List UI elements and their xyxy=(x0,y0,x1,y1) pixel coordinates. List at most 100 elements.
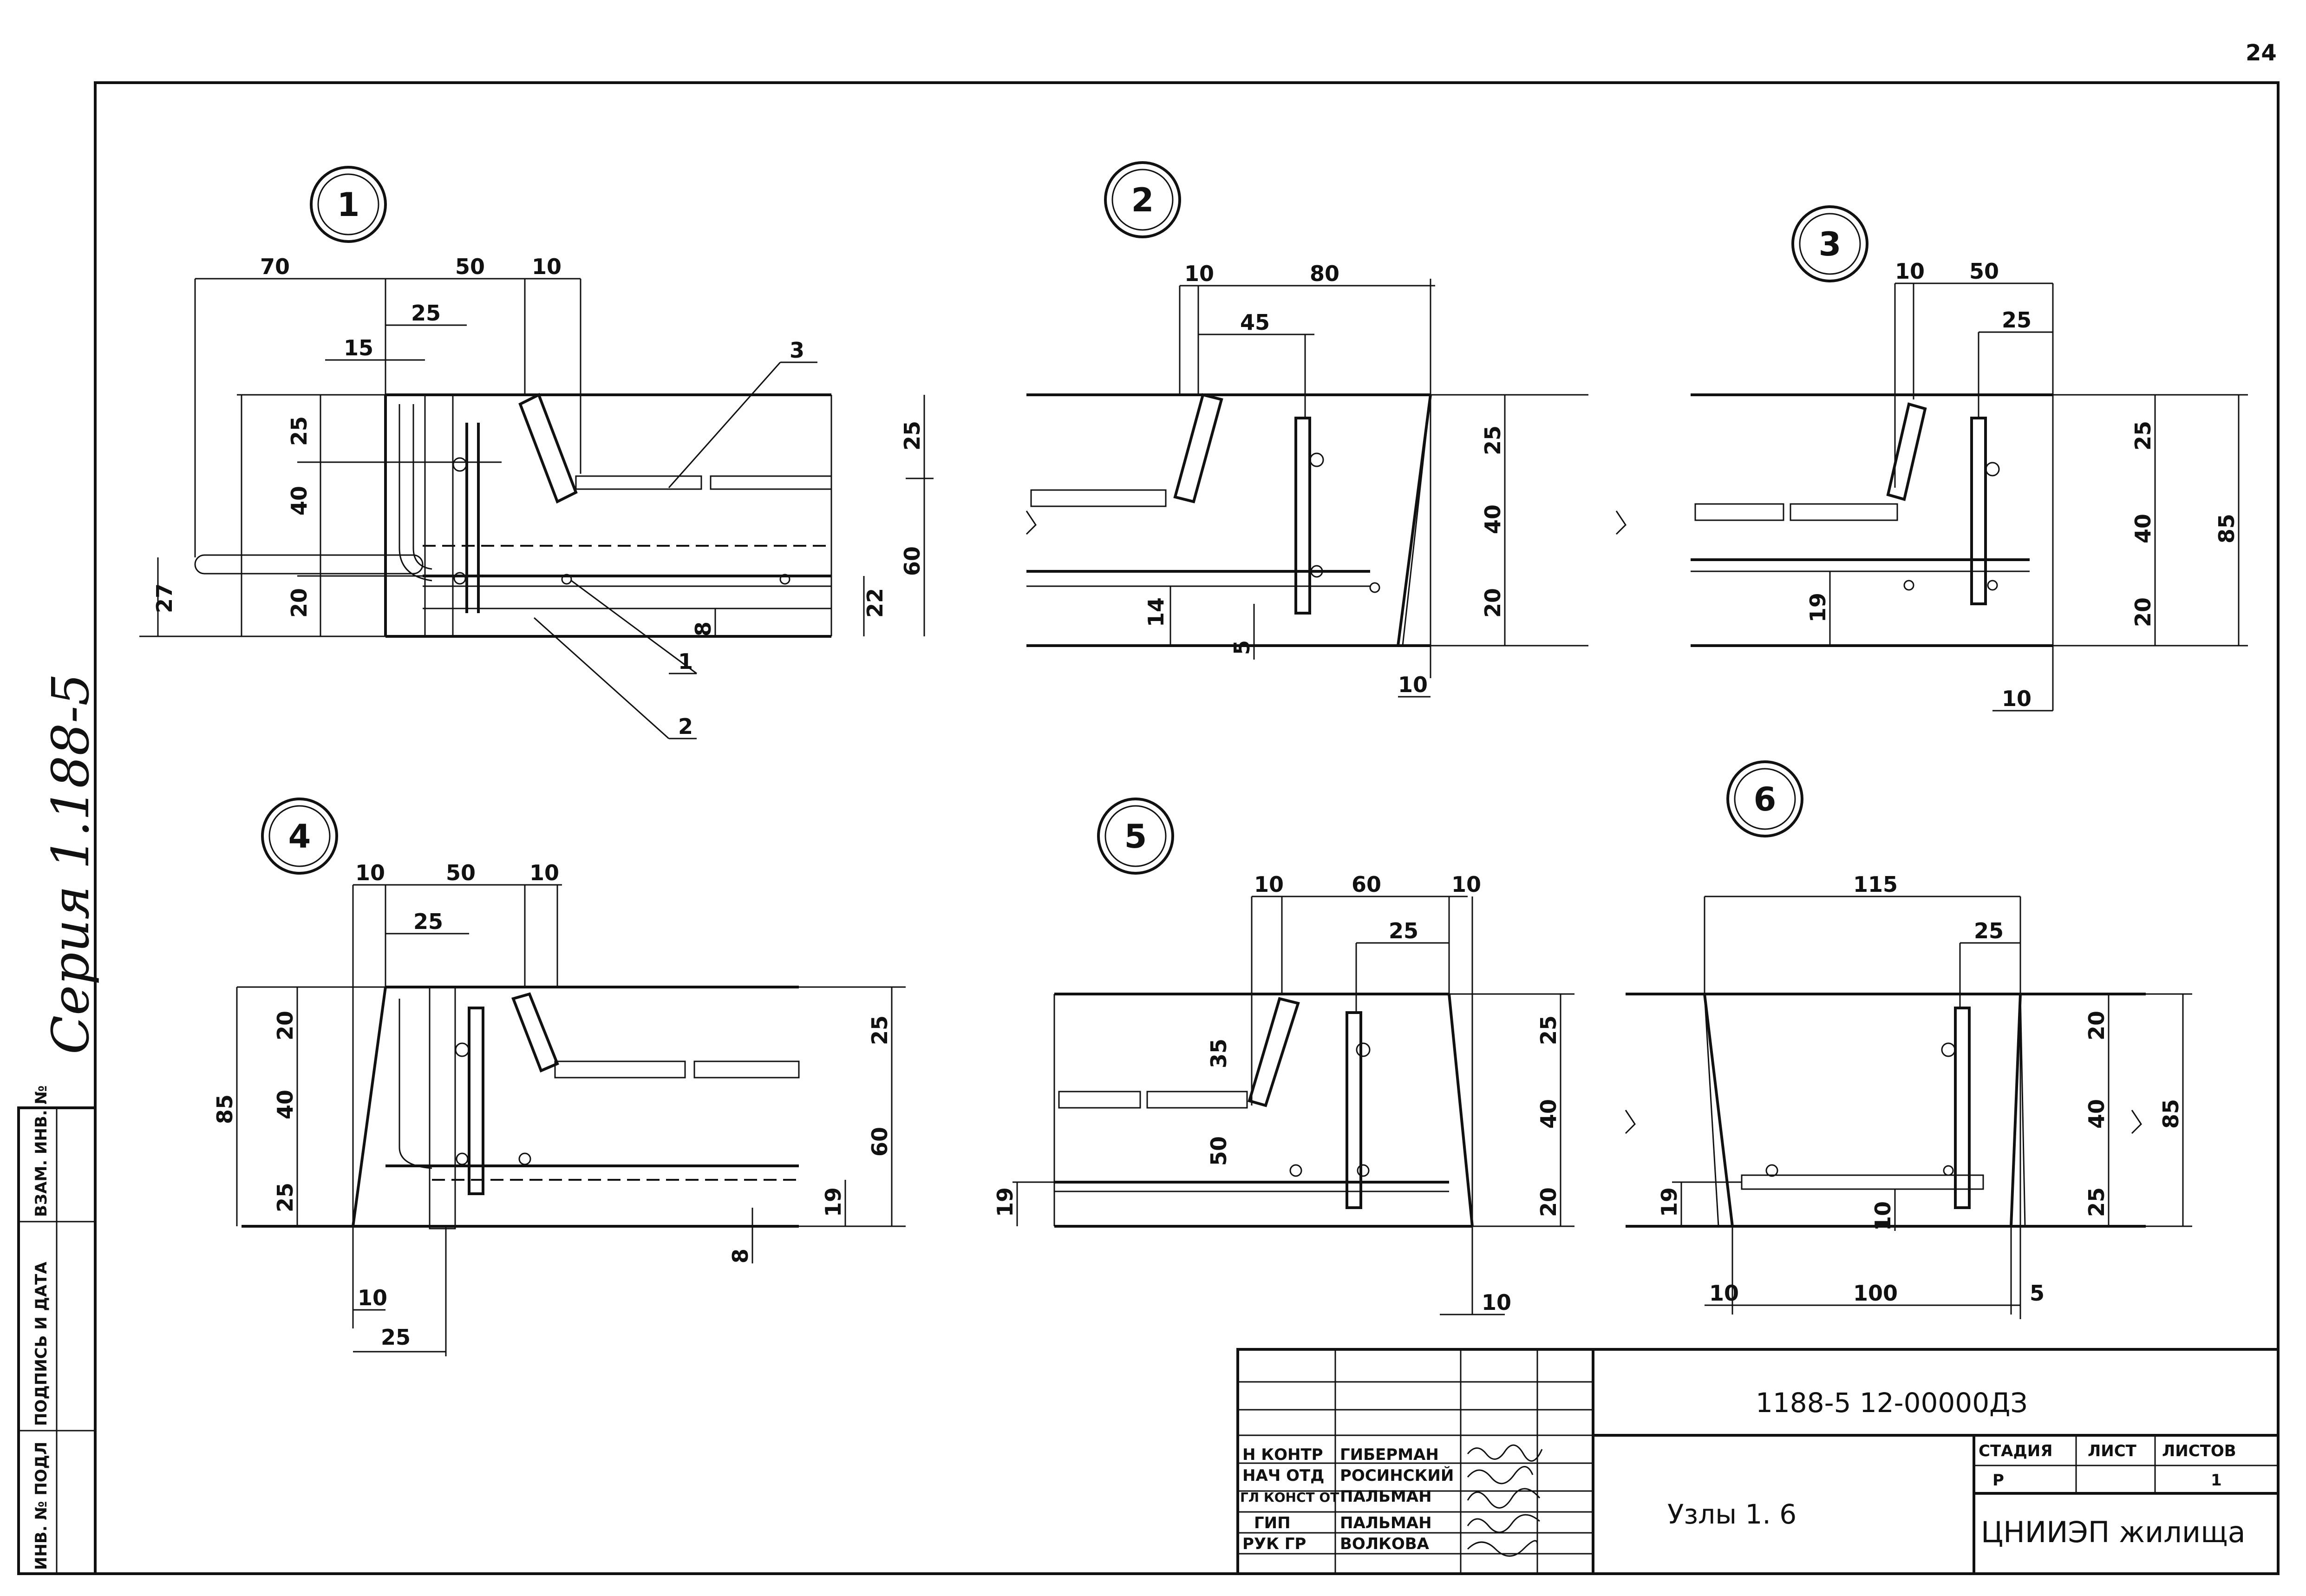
drawing-frame xyxy=(94,81,2280,1575)
node-1-dim: 20 xyxy=(287,588,312,618)
tb-sheets-label: ЛИСТОВ xyxy=(2162,1442,2236,1460)
tb-org: ЦНИИЭП жилища xyxy=(1981,1515,2246,1549)
tb-role-0: Н КОНТР xyxy=(1242,1446,1323,1464)
node-3-dim: 25 xyxy=(2130,421,2156,451)
node-5-marker xyxy=(1097,798,1174,875)
node-5-dim: 40 xyxy=(1536,1099,1561,1129)
node-5-dim: 25 xyxy=(1389,918,1418,943)
node-5-dim: 50 xyxy=(1206,1136,1231,1166)
node-1-dim: 22 xyxy=(862,588,888,618)
node-1-dim: 8 xyxy=(691,621,716,636)
node-3-dim: 25 xyxy=(2002,307,2032,333)
node-2-dim: 45 xyxy=(1240,310,1270,335)
node-5-number: 5 xyxy=(1124,818,1147,856)
node-1-dim: 25 xyxy=(411,301,441,326)
tb-sheets-value: 1 xyxy=(2211,1471,2222,1490)
node-1-dim: 60 xyxy=(900,546,925,576)
node-4-dim: 25 xyxy=(867,1015,892,1045)
node-2-dim: 40 xyxy=(1480,504,1505,534)
node-2-dim: 14 xyxy=(1143,597,1169,627)
node-6-marker xyxy=(1726,760,1803,837)
node-3-detail: 3 10 50 25 25 40 85 20 19 10 xyxy=(1691,205,2248,712)
title-block: Н КОНТР НАЧ ОТД ГЛ КОНСТ ОТ ГИП РУК ГР Г… xyxy=(1236,1348,2280,1575)
tb-name-0: ГИБЕРМАН xyxy=(1340,1446,1439,1464)
node-4-dim: 19 xyxy=(821,1187,846,1217)
series-note: Серия 1.188-5 xyxy=(41,674,100,1054)
node-2-dim: 10 xyxy=(1398,672,1428,697)
node-3-number: 3 xyxy=(1819,225,1842,263)
node-4-dim: 60 xyxy=(867,1127,892,1157)
node-1-dim: 25 xyxy=(900,421,925,451)
node-1-dim: 27 xyxy=(152,583,177,613)
node-4-number: 4 xyxy=(288,818,311,856)
node-4-dim: 10 xyxy=(358,1285,387,1310)
node-4-dim: 25 xyxy=(413,909,443,934)
node-6-dim: 10 xyxy=(1709,1281,1739,1306)
tb-title: Узлы 1. 6 xyxy=(1667,1498,1796,1530)
node-3-dim: 20 xyxy=(2130,597,2156,627)
node-6-dim: 115 xyxy=(1853,872,1898,897)
tb-stage-value: Р xyxy=(1992,1471,2004,1490)
node-4-dim: 10 xyxy=(355,860,385,885)
node-5-detail: 5 10 60 10 25 35 50 19 25 40 2 xyxy=(993,798,1574,1315)
node-5-dim: 20 xyxy=(1536,1187,1561,1217)
signatures xyxy=(1467,1444,1543,1557)
node-1-number: 1 xyxy=(337,186,360,224)
node-2-number: 2 xyxy=(1131,181,1154,219)
node-5-dim: 10 xyxy=(1254,872,1284,897)
node-1-dim: 10 xyxy=(532,254,562,279)
stamp-signature-date: ПОДПИСЬ И ДАТА xyxy=(32,1262,51,1426)
node-1-detail: 1 xyxy=(139,166,934,739)
node-2-dim: 80 xyxy=(1310,261,1339,286)
node-4-dim: 25 xyxy=(273,1183,298,1212)
tb-role-4: РУК ГР xyxy=(1242,1535,1306,1553)
node-4-dim: 20 xyxy=(273,1011,298,1040)
page-number: 24 xyxy=(2246,40,2277,66)
stamp-inv-no: ИНВ. № ПОДЛ xyxy=(32,1442,51,1570)
node-4-marker xyxy=(261,798,338,875)
tb-name-3: ПАЛЬМАН xyxy=(1340,1514,1432,1532)
node-5-dim: 10 xyxy=(1451,872,1481,897)
node-6-dim: 20 xyxy=(2084,1011,2109,1040)
node-1-callout: 2 xyxy=(678,714,693,739)
node-6-dim: 85 xyxy=(2158,1099,2183,1129)
node-5-dim: 35 xyxy=(1206,1039,1231,1068)
tb-name-4: ВОЛКОВА xyxy=(1340,1535,1430,1553)
node-2-dim: 25 xyxy=(1480,425,1505,455)
node-2-dim: 5 xyxy=(1229,640,1254,655)
node-6-dim: 25 xyxy=(1974,918,2004,943)
tb-role-2: ГЛ КОНСТ ОТ xyxy=(1240,1490,1339,1505)
node-3-dim: 10 xyxy=(1895,259,1925,284)
node-6-dim: 40 xyxy=(2084,1099,2109,1129)
node-3-dim: 40 xyxy=(2130,514,2156,543)
stamp-replace-inv: ВЗАМ. ИНВ. № xyxy=(32,1086,51,1217)
tb-name-1: РОСИНСКИЙ xyxy=(1340,1466,1454,1485)
node-3-dim: 85 xyxy=(2214,514,2239,543)
node-1-dim: 25 xyxy=(287,416,312,446)
node-1-callout: 1 xyxy=(678,649,693,674)
node-4-dim: 40 xyxy=(273,1090,298,1119)
node-6-detail: 6 115 25 20 40 85 25 19 10 xyxy=(1625,760,2192,1319)
node-3-dim: 50 xyxy=(1969,259,1999,284)
node-1-dim: 40 xyxy=(287,486,312,516)
node-3-dim: 19 xyxy=(1805,593,1830,622)
node-2-dim: 20 xyxy=(1480,588,1505,618)
tb-doc-code: 1188-5 12-00000ДЗ xyxy=(1756,1387,2028,1419)
node-1-dim: 70 xyxy=(260,254,290,279)
node-4-dim: 25 xyxy=(381,1325,411,1350)
node-4-dim: 8 xyxy=(728,1249,753,1263)
side-stamp: ИНВ. № ПОДЛ ПОДПИСЬ И ДАТА ВЗАМ. ИНВ. № xyxy=(17,1086,97,1575)
tb-stage-label: СТАДИЯ xyxy=(1979,1442,2052,1460)
node-1-callout: 3 xyxy=(790,338,804,363)
tb-name-2: ПАЛЬМАН xyxy=(1340,1487,1432,1506)
node-6-dim: 5 xyxy=(2030,1281,2045,1306)
node-5-dim: 19 xyxy=(993,1187,1018,1217)
node-4-dim: 10 xyxy=(529,860,559,885)
tb-role-3: ГИП xyxy=(1254,1514,1291,1532)
node-4-dim: 50 xyxy=(446,860,476,885)
node-6-dim: 100 xyxy=(1853,1281,1898,1306)
node-1-marker xyxy=(310,166,387,243)
node-5-dim: 60 xyxy=(1352,872,1381,897)
